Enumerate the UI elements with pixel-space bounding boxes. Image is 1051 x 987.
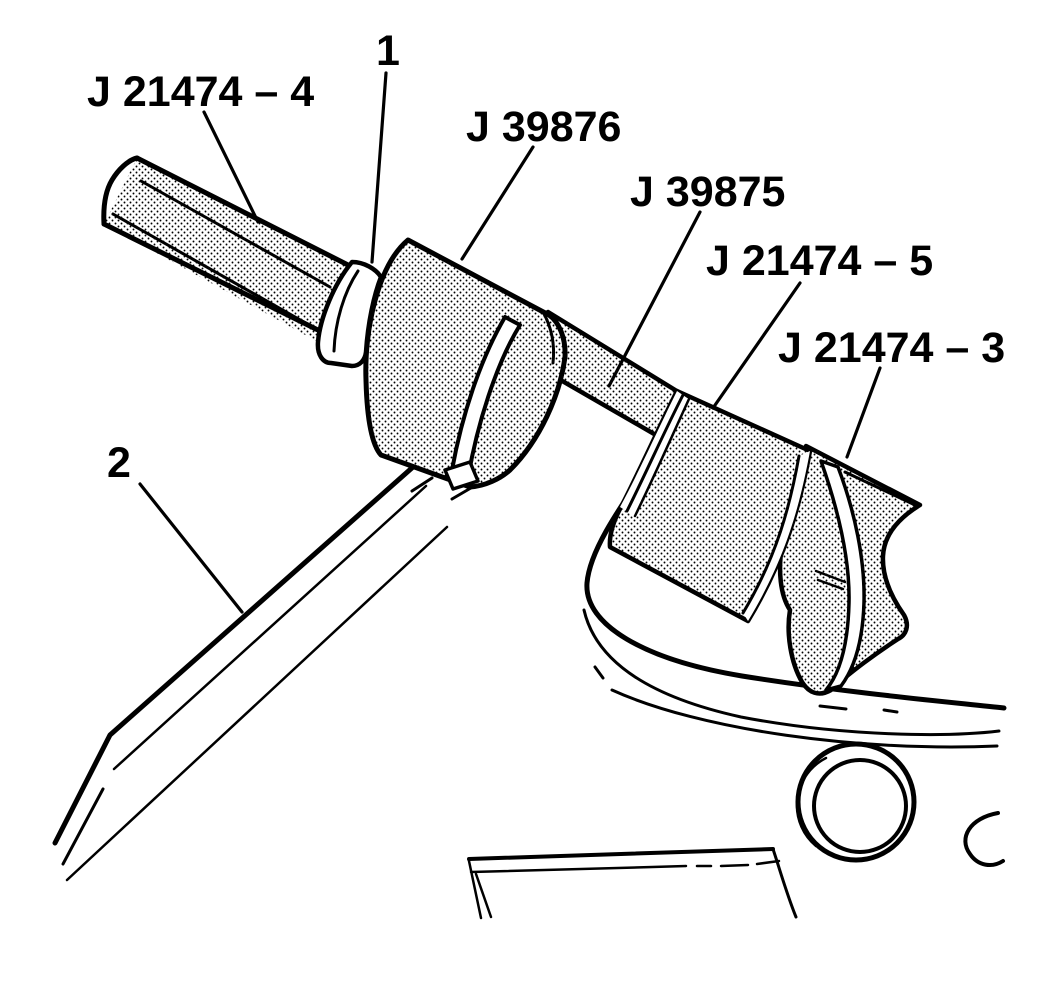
leader-lines [138, 71, 882, 614]
collar-washer [315, 259, 384, 369]
housing-small-hole-arc [963, 811, 1005, 868]
receiver-step-lines [814, 569, 847, 591]
leader-j39875 [607, 210, 702, 388]
housing-dash [593, 665, 605, 680]
label-j21474-4: J 21474 – 4 [87, 68, 314, 116]
leader-j21474-4 [202, 110, 260, 224]
label-j21474-5: J 21474 – 5 [706, 237, 933, 285]
label-j39876: J 39876 [466, 103, 621, 151]
axle-shaft [52, 464, 490, 882]
callout-labels: J 21474 – 4 1 J 39876 J 39875 J 21474 – … [87, 27, 1005, 487]
leader-1 [370, 71, 388, 264]
tool-receiver-j21474-3 [777, 443, 923, 696]
receiver-flange-line [843, 470, 917, 507]
tool-installer-j39876 [363, 237, 568, 491]
leader-2 [138, 482, 244, 614]
label-2: 2 [107, 439, 131, 487]
leader-j21474-5 [711, 281, 802, 410]
housing-bearing-hole [795, 741, 917, 863]
leader-j39876 [460, 145, 535, 261]
installer-lip [443, 460, 480, 491]
housing-centerline-dash [818, 704, 899, 714]
receiver-inner-face [819, 459, 866, 692]
leader-j21474-3 [845, 366, 882, 459]
label-j39875: J 39875 [630, 168, 785, 216]
label-j21474-3: J 21474 – 3 [778, 324, 1005, 372]
tool-slide-hammer-j21474-4 [101, 155, 355, 342]
tool-adapter-j21474-5 [607, 388, 813, 624]
axle-housing [467, 449, 1007, 920]
housing-flange [467, 847, 798, 920]
label-1: 1 [376, 27, 400, 75]
